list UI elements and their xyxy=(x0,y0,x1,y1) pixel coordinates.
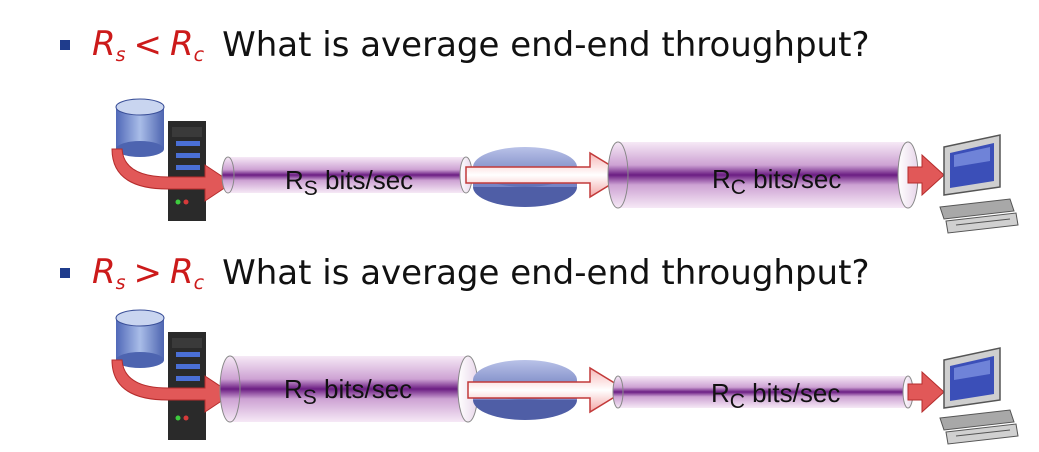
client-arrow xyxy=(907,370,945,414)
bullet-marker xyxy=(60,40,70,50)
relation-operator: > xyxy=(133,253,163,293)
client-arrow xyxy=(907,153,945,197)
rate-server: Rs xyxy=(92,252,126,294)
bullet-marker xyxy=(60,268,70,278)
scenario-2-heading: Rs > Rc What is average end-end throughp… xyxy=(60,243,870,303)
question-text: What is average end-end throughput? xyxy=(222,25,870,65)
link-rc-pipe xyxy=(607,141,919,209)
link-rc-label: RC bits/sec xyxy=(711,378,840,413)
scenario-2-diagram: RS bits/sec RC bits/sec xyxy=(111,309,1019,445)
router-arrow xyxy=(465,151,628,199)
link-rc-label: RC bits/sec xyxy=(712,164,841,199)
rate-client: Rc xyxy=(170,24,205,66)
computer-icon xyxy=(939,134,1019,234)
server-arrow xyxy=(111,359,233,413)
scenario-1-heading: Rs < Rc What is average end-end throughp… xyxy=(60,15,870,75)
link-rs-label: RS bits/sec xyxy=(285,165,413,200)
link-rs-label: RS bits/sec xyxy=(284,374,412,409)
server-icon xyxy=(168,332,206,440)
rate-server: Rs xyxy=(92,24,126,66)
computer-icon xyxy=(939,347,1019,445)
rate-client: Rc xyxy=(170,252,205,294)
question-text: What is average end-end throughput? xyxy=(222,253,870,293)
scenario-1-diagram: RS bits/sec RC bits/sec xyxy=(111,98,1019,234)
database-icon xyxy=(115,98,165,157)
router-arrow xyxy=(467,366,628,414)
database-icon xyxy=(115,309,165,368)
server-arrow xyxy=(111,148,233,202)
relation-operator: < xyxy=(133,25,163,65)
server-icon xyxy=(168,121,206,221)
link-rc-pipe xyxy=(612,375,914,409)
link-rs-pipe xyxy=(219,355,479,423)
link-rs-pipe xyxy=(221,156,473,194)
